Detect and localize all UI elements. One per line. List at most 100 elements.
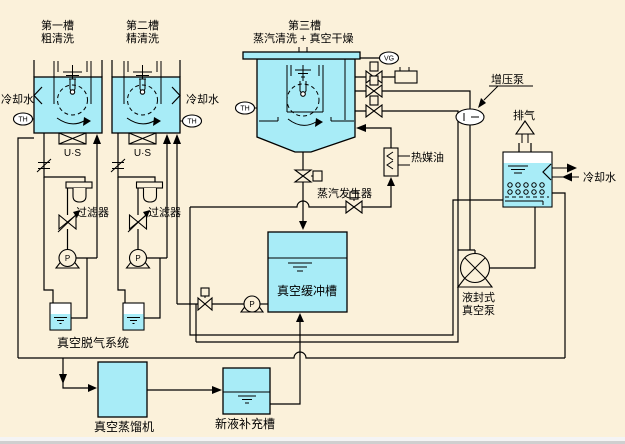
tank3-drain-valve	[293, 169, 313, 183]
pipe-union-icon	[36, 158, 52, 173]
cooling-water-label-left: 冷却水	[1, 93, 34, 106]
th-label-3: TH	[240, 106, 249, 113]
tank1-group	[12, 60, 103, 145]
tank3-subtitle: 蒸汽清洗 + 真空干燥	[253, 31, 354, 45]
seal-pot-group	[502, 120, 579, 208]
pump-1-label: P	[65, 254, 70, 263]
vacuum-distiller	[97, 361, 148, 418]
vent-valves-group	[365, 51, 418, 119]
tank2-group	[111, 60, 203, 145]
pump-2	[128, 248, 148, 268]
air-inlet-filter	[394, 70, 418, 84]
arrow-right-icon	[567, 163, 577, 173]
cooling-water-label-right: 冷却水	[583, 171, 616, 184]
rotation-arrow-icon	[315, 118, 323, 127]
diagram-labels: 第一槽 粗清洗 第二槽 精清洗 第三槽 蒸汽清洗 + 真空干燥 冷却水 冷却水 …	[1, 18, 616, 434]
exhaust-arrow-icon	[514, 120, 536, 135]
filter-label-2: 过滤器	[148, 206, 181, 219]
liquid-level-icon	[238, 395, 256, 404]
pipe-union-icon	[110, 158, 126, 173]
bubbles-icon	[507, 182, 545, 195]
tank3-body	[256, 58, 356, 153]
vent-valve-3	[365, 103, 383, 119]
arrow-up-icon	[387, 177, 395, 186]
vent-valve-2	[365, 83, 383, 99]
degas-group	[49, 302, 145, 331]
tank2-title: 第二槽	[126, 18, 159, 32]
vacuum-pump-group	[456, 252, 494, 288]
vacuum-buffer-tank	[267, 231, 348, 313]
new-liquid-tank	[222, 367, 271, 415]
heater-coil-icon	[386, 151, 394, 170]
bottom-equipment	[97, 361, 271, 418]
tank3-title: 第三槽	[288, 18, 321, 32]
seal-pump-label-1: 液封式	[462, 290, 495, 304]
filter-1	[65, 181, 93, 189]
buffer-tank-label: 真空缓冲槽	[277, 283, 337, 298]
bottom-strip	[0, 437, 625, 441]
booster-pump	[455, 108, 485, 126]
buffer-feed-valve	[197, 296, 213, 312]
ultrasonic-label-2: U·S	[134, 148, 152, 159]
booster-pump-label: 增压泵	[491, 72, 524, 86]
tank1-subtitle: 粗清洗	[41, 32, 74, 45]
filter-2	[135, 181, 164, 189]
vg-sensor	[378, 51, 400, 65]
tank3-lid	[242, 51, 361, 60]
degas-system-label: 真空脱气系统	[57, 335, 129, 350]
filter-pump-circuit-2	[110, 158, 164, 269]
liquid-level-icon	[288, 262, 312, 272]
distiller-label: 真空蒸馏机	[94, 420, 154, 434]
booster-group	[455, 85, 533, 126]
rotating-basket-icon	[57, 84, 88, 116]
rotating-basket-icon	[127, 84, 158, 116]
arrow-right-icon	[88, 384, 97, 392]
rotating-basket-icon	[286, 83, 320, 117]
cooling-coil-icon	[171, 86, 181, 105]
pump-2-label: P	[135, 254, 140, 263]
tank1-basket	[53, 61, 92, 104]
exhaust-label: 排气	[513, 108, 535, 122]
arrow-up-icon	[296, 313, 304, 322]
tank2-subtitle: 精清洗	[126, 32, 159, 45]
arrow-up-icon	[173, 134, 181, 144]
tank3-group	[234, 47, 361, 183]
pump-1	[58, 248, 77, 268]
liquid-level-icon	[508, 165, 528, 174]
callout-arrow-icon	[478, 98, 486, 108]
ultrasonic-label-1: U·S	[64, 148, 82, 159]
arrow-up-icon	[93, 134, 101, 144]
bottom-strip-shadow	[0, 441, 625, 444]
tank2-basket	[123, 61, 162, 104]
th-label-2: TH	[187, 119, 196, 126]
buffer-group	[197, 231, 348, 313]
arrow-down-icon	[59, 374, 67, 384]
arrow-left-icon	[562, 172, 572, 182]
steam-valve	[345, 199, 363, 215]
rotation-arrow-icon	[153, 117, 161, 126]
seal-pump-label-2: 真空泵	[462, 303, 495, 317]
filter-label-1: 过滤器	[76, 206, 109, 219]
filter-pump-circuit-1	[36, 158, 93, 269]
pump-3-label: P	[249, 300, 254, 309]
heat-oil-label: 热媒油	[411, 150, 444, 164]
pump-3	[243, 295, 261, 313]
cooling-water-label-mid: 冷却水	[186, 93, 219, 106]
piping	[17, 57, 566, 405]
tank1-title: 第一槽	[41, 18, 74, 32]
th-label-1: TH	[18, 117, 27, 124]
arrow-left-icon	[356, 124, 366, 132]
cooling-coil-icon	[542, 163, 552, 181]
arrow-right-icon	[212, 386, 222, 394]
rotation-arrow-icon	[83, 117, 91, 126]
sparger-pipe	[505, 200, 544, 205]
steam-generator-group	[345, 147, 399, 215]
arrow-up-icon	[163, 134, 171, 144]
steam-generator-label: 蒸汽发生器	[317, 186, 372, 200]
vg-label: VG	[384, 56, 394, 63]
tank3-basket	[286, 65, 324, 113]
arrow-down-icon	[299, 221, 307, 230]
makeup-tank-label: 新液补充槽	[215, 416, 275, 431]
